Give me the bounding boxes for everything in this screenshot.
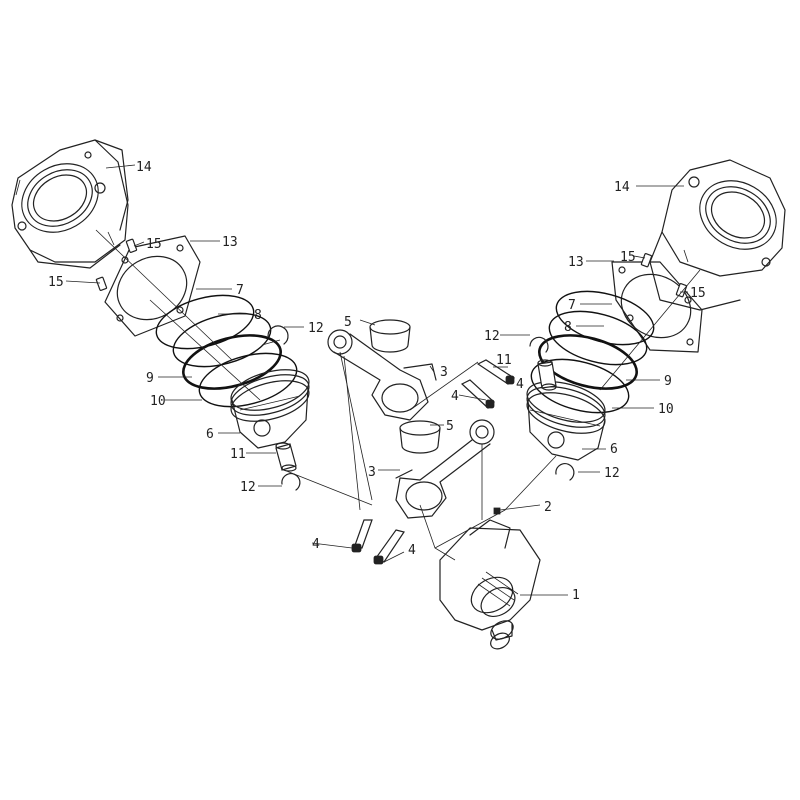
callout-8-right: 8 [564, 320, 572, 335]
con-rod-bolt-c [351, 519, 373, 553]
con-rod-bearing-lower [399, 420, 441, 454]
con-rod-bolt-b [460, 379, 495, 409]
callout-5-upper: 5 [344, 315, 352, 330]
left-dowel-pin-lower [95, 276, 108, 291]
callout-labels: 1 2 3 3 4 4 4 4 5 5 6 6 7 7 8 8 9 9 10 1… [48, 160, 706, 603]
callout-4-d: 4 [408, 543, 416, 558]
right-cylinder-gasket [611, 261, 703, 353]
right-cylinder-block [649, 159, 786, 311]
callout-4-c: 4 [312, 537, 320, 552]
callout-7-left: 7 [236, 283, 244, 298]
callout-7-right: 7 [568, 298, 576, 313]
callout-9-left: 9 [146, 371, 154, 386]
right-piston-rings [530, 290, 655, 414]
callout-10-left: 10 [150, 394, 166, 409]
right-dowel-pin-lower [675, 283, 688, 298]
callout-1: 1 [572, 588, 580, 603]
left-cylinder-block [11, 139, 129, 269]
callout-10-right: 10 [658, 402, 674, 417]
callout-14-left: 14 [136, 160, 152, 175]
callout-11-right: 11 [496, 353, 512, 368]
right-piston [526, 381, 606, 461]
callout-14-right: 14 [614, 180, 630, 195]
callout-6-right: 6 [610, 442, 618, 457]
left-dowel-pin-upper [125, 238, 138, 253]
crankshaft [439, 519, 541, 650]
leader-lines [65, 164, 688, 596]
callout-15-right-lower: 15 [690, 286, 706, 301]
callout-13-left: 13 [222, 235, 238, 250]
left-piston [230, 369, 310, 449]
callout-5-lower: 5 [446, 419, 454, 434]
callout-2: 2 [544, 500, 552, 515]
callout-12-left-lower: 12 [240, 480, 256, 495]
callout-15-left-lower: 15 [48, 275, 64, 290]
left-circlip-upper [267, 325, 289, 345]
callout-15-left-upper: 15 [146, 237, 162, 252]
con-rod-bearing-upper [369, 319, 411, 353]
callout-4-b: 4 [451, 389, 459, 404]
con-rod-bolt-d [373, 529, 405, 565]
callout-6-left: 6 [206, 427, 214, 442]
connecting-rod-upper [327, 329, 437, 421]
right-circlip-upper [529, 336, 549, 353]
right-circlip-lower [555, 463, 575, 481]
left-piston-rings [155, 294, 298, 408]
callout-13-right: 13 [568, 255, 584, 270]
assembly-lines [95, 229, 701, 561]
right-piston-pin [537, 359, 557, 391]
callout-12-right-lower: 12 [604, 466, 620, 481]
callout-12-right-upper: 12 [484, 329, 500, 344]
callout-3-lower: 3 [368, 465, 376, 480]
left-circlip-lower [281, 473, 301, 491]
callout-9-right: 9 [664, 374, 672, 389]
right-dowel-pin-upper [640, 253, 653, 268]
left-piston-pin [275, 442, 297, 472]
callout-12-left-upper: 12 [308, 321, 324, 336]
callout-8-left: 8 [254, 308, 262, 323]
callout-4-a: 4 [516, 377, 524, 392]
con-rod-bolt-a [476, 359, 515, 385]
callout-11-left: 11 [230, 447, 246, 462]
callout-3-upper: 3 [440, 365, 448, 380]
callout-15-right-upper: 15 [620, 250, 636, 265]
